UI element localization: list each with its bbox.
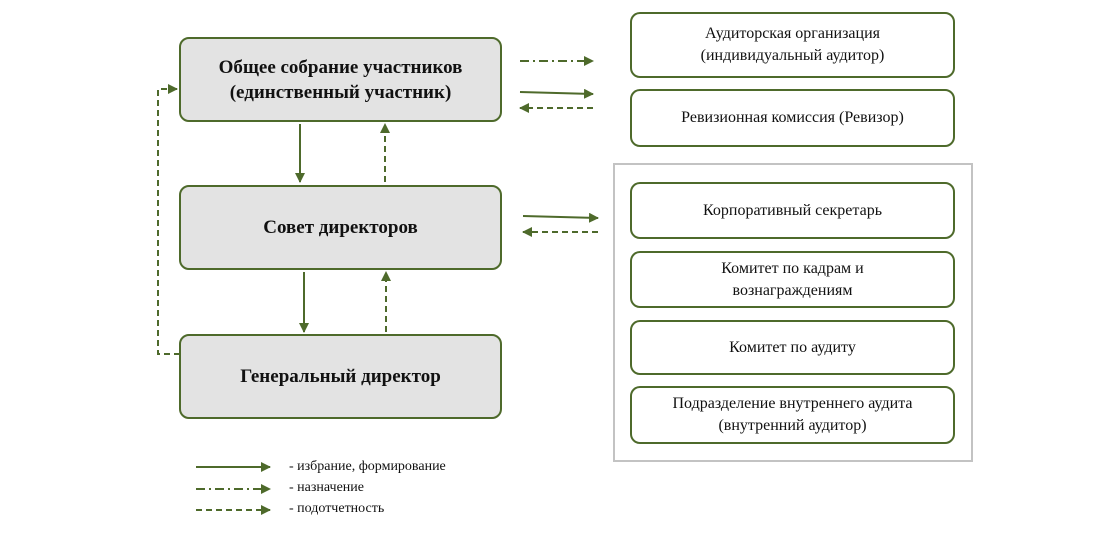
general-meeting-title: Общее собрание участников	[218, 56, 463, 78]
board-units-group	[613, 163, 973, 462]
audit-organization-box: Аудиторская организация (индивидуальный …	[630, 12, 955, 78]
arrow-meeting-to-revision	[519, 88, 594, 99]
general-director-title: Генеральный директор	[240, 366, 441, 387]
revision-commission-box: Ревизионная комиссия (Ревизор)	[630, 89, 955, 147]
board-of-directors-title: Совет директоров	[263, 217, 418, 238]
legend-accountability-label: - подотчетность	[289, 501, 385, 516]
audit-organization-title: Аудиторская организация	[704, 25, 880, 42]
general-director-box: Генеральный директор	[179, 334, 502, 419]
internal-audit-subtitle: (внутренний аудитор)	[718, 417, 867, 434]
internal-audit-box: Подразделение внутреннего аудита (внутре…	[630, 386, 955, 444]
internal-audit-title: Подразделение внутреннего аудита	[672, 395, 913, 412]
general-meeting-box: Общее собрание участников (единственный …	[179, 37, 502, 122]
audit-organization-subtitle: (индивидуальный аудитор)	[700, 47, 885, 64]
arrow-director-to-meeting	[157, 84, 180, 355]
legend-appointment-label: - назначение	[289, 480, 364, 495]
hr-committee-box: Комитет по кадрам и вознаграждениям	[630, 251, 955, 308]
arrow-board-to-units	[522, 212, 599, 223]
revision-commission-title: Ревизионная комиссия (Ревизор)	[681, 109, 904, 126]
audit-committee-title: Комитет по аудиту	[729, 338, 856, 356]
corporate-secretary-title: Корпоративный секретарь	[703, 201, 882, 219]
board-of-directors-box: Совет директоров	[179, 185, 502, 270]
legend-election-label: - избрание, формирование	[289, 459, 446, 474]
general-meeting-subtitle: (единственный участник)	[229, 81, 452, 103]
hr-committee-subtitle: вознаграждениям	[732, 281, 853, 299]
hr-committee-title: Комитет по кадрам и	[721, 259, 864, 277]
corporate-secretary-box: Корпоративный секретарь	[630, 182, 955, 239]
audit-committee-box: Комитет по аудиту	[630, 320, 955, 375]
